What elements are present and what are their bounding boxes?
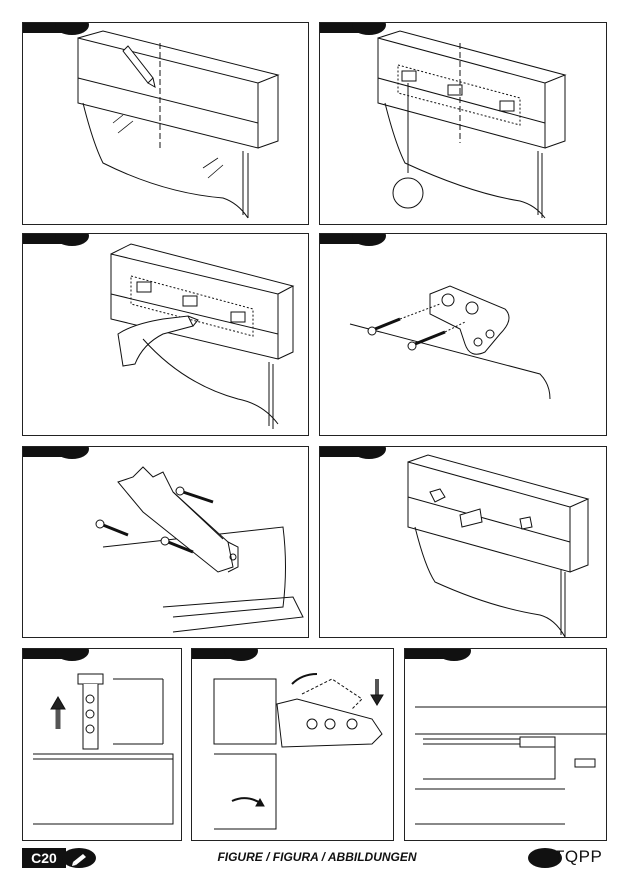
illustration-drilling bbox=[23, 234, 309, 436]
brand-logo: TQPP bbox=[554, 847, 602, 867]
figure-panel-9 bbox=[404, 648, 607, 841]
footer-title: FIGURE / FIGURA / ABBILDUNGEN bbox=[182, 850, 452, 864]
illustration-mark-center bbox=[23, 23, 309, 225]
figure-panel-6 bbox=[319, 446, 607, 638]
figure-panel-8 bbox=[191, 648, 394, 841]
illustration-clip-in bbox=[192, 649, 394, 841]
illustration-bracket-screws bbox=[320, 234, 607, 436]
figure-panel-1 bbox=[22, 22, 309, 225]
figure-panel-2 bbox=[319, 22, 607, 225]
illustration-bracket-on-glass bbox=[23, 447, 309, 638]
illustration-height-adjust bbox=[23, 649, 182, 841]
illustration-brackets-mounted bbox=[320, 447, 607, 638]
figure-panel-7 bbox=[22, 648, 182, 841]
figure-panel-3 bbox=[22, 233, 309, 436]
figure-panel-5 bbox=[22, 446, 309, 638]
pencil-icon bbox=[62, 848, 96, 868]
illustration-template-fixing bbox=[320, 23, 607, 225]
page-footer: C20 FIGURE / FIGURA / ABBILDUNGEN TQPP bbox=[22, 846, 608, 870]
page-number: C20 bbox=[22, 848, 66, 868]
figure-panel-4 bbox=[319, 233, 607, 436]
illustration-set-screw bbox=[405, 649, 607, 841]
